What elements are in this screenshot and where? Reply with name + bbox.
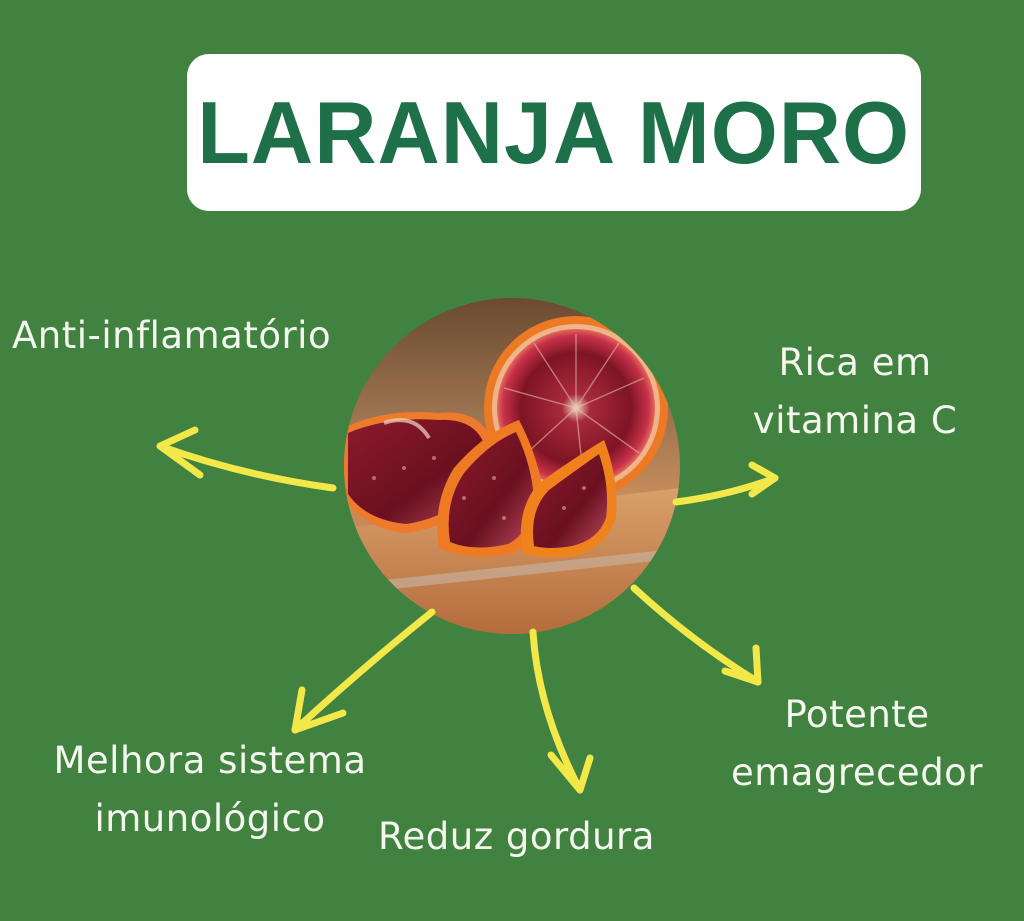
- benefit-label: Anti-inflamatório: [12, 314, 332, 357]
- benefit-immune-system: Melhora sistema imunológico: [25, 732, 395, 848]
- benefit-label-line2: imunológico: [94, 797, 326, 840]
- benefit-label-line2: emagrecedor: [730, 751, 984, 794]
- title-card: LARANJA MORO: [187, 54, 921, 211]
- benefit-anti-inflammatory: Anti-inflamatório: [12, 307, 331, 365]
- benefit-label-line2: vitamina C: [752, 399, 958, 442]
- benefit-label-line1: Rica em: [778, 341, 932, 384]
- arrow-right-icon: [672, 461, 779, 506]
- arrow-down-left-icon: [291, 608, 436, 734]
- page-title: LARANJA MORO: [197, 82, 911, 182]
- benefit-reduce-fat: Reduz gordura: [378, 808, 655, 866]
- benefit-weight-loss: Potente emagrecedor: [702, 686, 1012, 802]
- benefit-label-line1: Potente: [784, 693, 930, 736]
- benefit-label: Reduz gordura: [378, 815, 655, 858]
- arrow-left-icon: [156, 426, 337, 492]
- benefit-vitamin-c: Rica em vitamina C: [730, 334, 980, 450]
- benefit-label-line1: Melhora sistema: [53, 739, 367, 782]
- blood-orange-icon: [344, 298, 680, 634]
- arrow-down-icon: [529, 628, 594, 794]
- blood-orange-photo: [344, 298, 680, 634]
- arrow-down-right-icon: [630, 584, 762, 686]
